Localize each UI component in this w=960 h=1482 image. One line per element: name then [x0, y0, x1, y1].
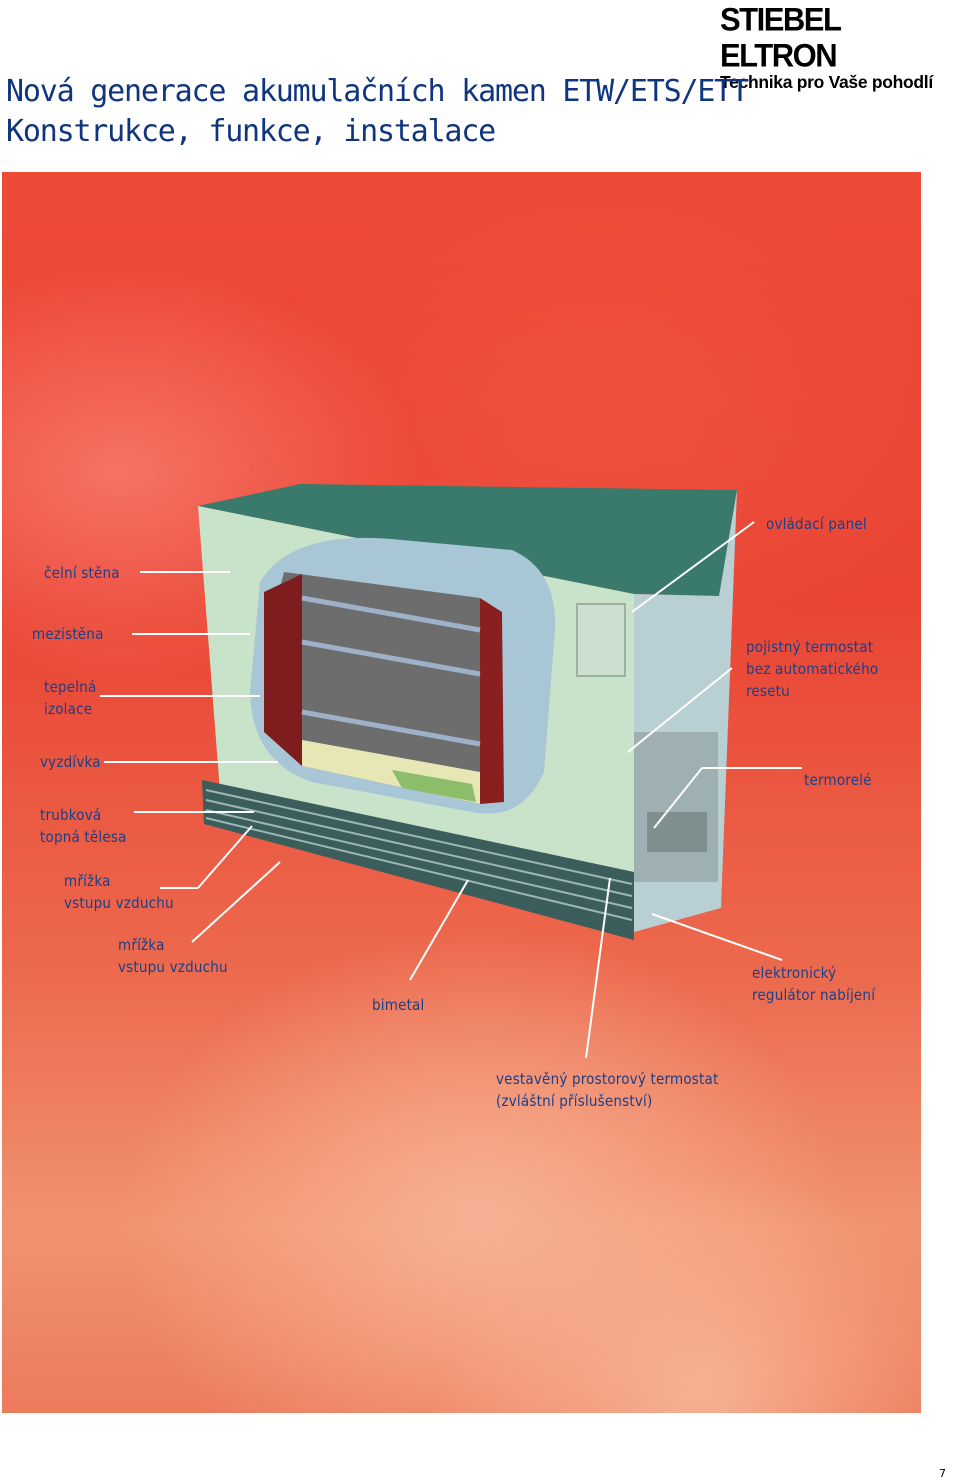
core-floor-plate: [392, 770, 476, 802]
label-mezistena: mezistěna: [32, 625, 104, 643]
label-celni-stena: čelní stěna: [44, 564, 120, 582]
heater-top: [198, 484, 737, 596]
label-vestaveny-termostat: vestavěný prostorový termostat (zvláštní…: [496, 1070, 719, 1110]
heater-illustration: [100, 484, 802, 1059]
label-ovladaci-panel: ovládací panel: [766, 515, 867, 533]
brand-slogan: Technika pro Vaše pohodlí: [720, 72, 933, 92]
grille-lines: [205, 789, 633, 921]
heater-grille: [202, 780, 634, 940]
electronics-block: [634, 732, 718, 882]
brick-lining-right: [480, 598, 504, 804]
label-trubkova-telesa: trubková topná tělesa: [40, 806, 127, 846]
leader-lines: [100, 521, 802, 1059]
page-title-line2: Konstrukce, funkce, instalace: [6, 114, 496, 149]
heater-cutaway-photo: čelní stěna mezistěna tepelná izolace vy…: [2, 172, 921, 1413]
control-panel: [576, 603, 626, 677]
label-bimetal: bimetal: [372, 996, 425, 1014]
page-title-line1: Nová generace akumulačních kamen ETW/ETS…: [6, 74, 749, 109]
label-vyzdivka: vyzdívka: [40, 753, 101, 771]
label-termorele: termorelé: [804, 771, 872, 789]
brick-lining-left: [264, 574, 302, 766]
label-mrizka-2: mřížka vstupu vzduchu: [118, 936, 228, 976]
heating-rods: [301, 595, 481, 747]
page-title: Nová generace akumulačních kamen ETW/ETS…: [6, 72, 749, 152]
brand-logo: STIEBEL ELTRON Technika pro Vaše pohodlí: [720, 1, 956, 92]
brand-name: STIEBEL ELTRON: [720, 1, 841, 74]
label-elektronicky-regulator: elektronický regulátor nabíjení: [752, 964, 876, 1004]
label-mrizka-1: mřížka vstupu vzduchu: [64, 872, 174, 912]
label-tepelna-izolace: tepelná izolace: [44, 678, 97, 718]
label-pojistny-termostat: pojistný termostat bez automatického res…: [746, 638, 879, 700]
page-number: 7: [939, 1467, 946, 1480]
regulator-board: [647, 812, 707, 852]
